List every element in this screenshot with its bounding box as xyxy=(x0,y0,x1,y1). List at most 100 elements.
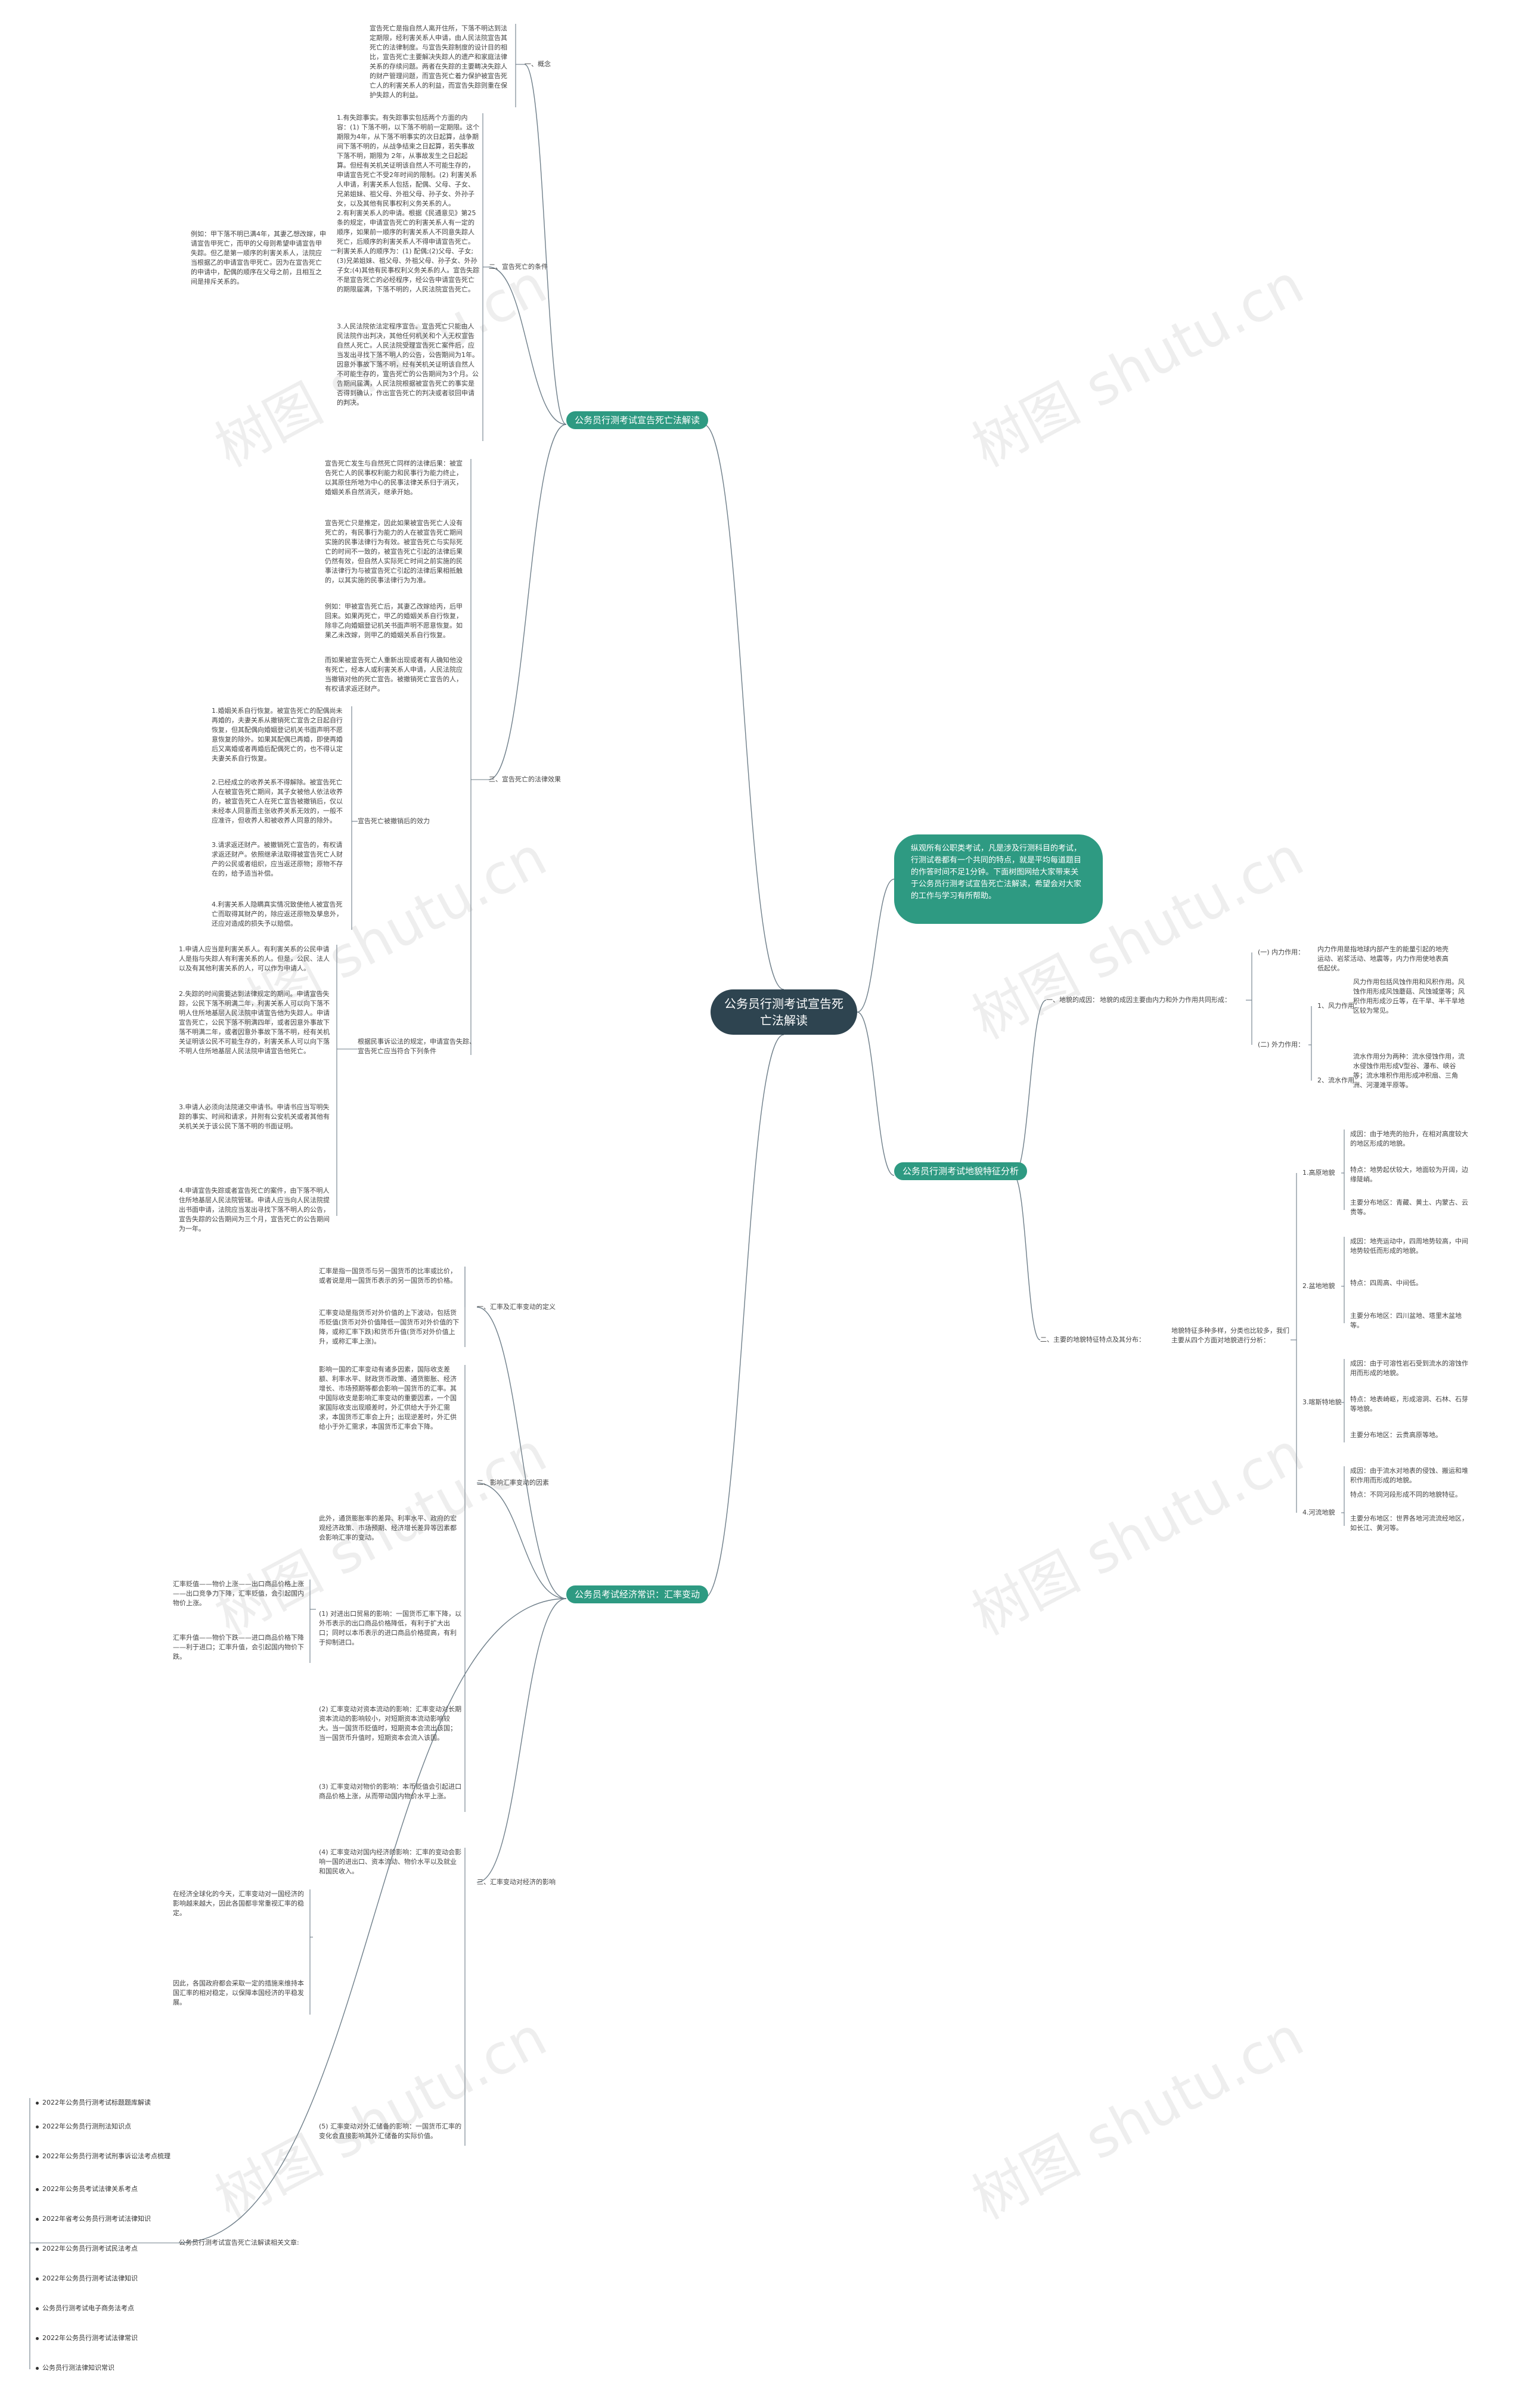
ex-def-label[interactable]: 一、汇率及汇率变动的定义 xyxy=(477,1303,556,1311)
law-effect-1: 宣告死亡发生与自然死亡同样的法律后果：被宣告死亡人的民事权利能力和民事行为能力终… xyxy=(325,460,463,496)
connector-line xyxy=(178,1598,567,2243)
geo-inner-text: 内力作用是指地球内部产生的能量引起的地壳运动、岩浆活动、地震等，内力作用使地表高… xyxy=(1317,945,1449,972)
intro-summary[interactable]: 纵观所有公职类考试，凡是涉及行测科目的考试，行测试卷都有一个共同的特点，就是平均… xyxy=(894,834,1103,924)
ex-side-3: 在经济全球化的今天，汇率变动对一国经济的影响越来越大，因此各国都非常重视汇率的稳… xyxy=(173,1890,304,1917)
bullet-icon xyxy=(36,2155,39,2158)
geo-basin-1: 成因：地壳运动中，四周地势较高，中间地势较低而形成的地貌。 xyxy=(1350,1237,1468,1255)
ex-side-1: 汇率贬值——物价上涨——出口商品价格上涨——出口竞争力下降，汇率贬值，会引起国内… xyxy=(173,1580,304,1607)
geo-plateau-label[interactable]: 1.高原地貌 xyxy=(1302,1169,1335,1177)
geo-feat-label[interactable]: 二、主要的地貌特征特点及其分布： xyxy=(1040,1336,1145,1343)
bullet-icon xyxy=(36,2336,39,2340)
law-revoke-3: 3.请求返还财产。被撤销死亡宣告的，有权请求返还财产。依照继承法取得被宣告死亡人… xyxy=(212,841,343,877)
connector-line xyxy=(703,1034,784,1599)
ex-side-2: 汇率升值——物价下跌——进口商品价格下降——利于进口；汇率升值，会引起国内物价下… xyxy=(173,1634,304,1661)
ex-side-4: 因此，各国政府都会采取一定的措施来维持本国汇率的相对稳定，以保障本国经济的平稳发… xyxy=(173,1979,304,2006)
related-article-link[interactable]: 2022年公务员行测考试民法考点 xyxy=(36,2244,138,2254)
geo-plateau-1: 成因：由于地壳的抬升，在相对高度较大的地区形成的地貌。 xyxy=(1350,1130,1468,1147)
geo-river-1: 成因：由于流水对地表的侵蚀、搬运和堆积作用而形成的地貌。 xyxy=(1350,1467,1468,1484)
ex-influence-1: (4) 汇率变动对国内经济的影响：汇率的变动会影响一国的进出口、资本流动、物价水… xyxy=(319,1848,462,1875)
geo-wind-text: 风力作用包括风蚀作用和风积作用。风蚀作用形成风蚀蘑菇、风蚀城堡等；风积作用形成沙… xyxy=(1353,978,1465,1014)
geo-karst-1: 成因：由于可溶性岩石受到流水的溶蚀作用而形成的地貌。 xyxy=(1350,1360,1468,1377)
geo-karst-label[interactable]: 3.喀斯特地貌 xyxy=(1302,1398,1342,1406)
related-article-title: 2022年公务员行测考试法律知识 xyxy=(42,2274,138,2282)
law-process-label[interactable]: 根据民事诉讼法的规定，申请宣告失踪、宣告死亡应当符合下列条件 xyxy=(358,1038,476,1055)
related-article-link[interactable]: 2022年省考公务员行测考试法律知识 xyxy=(36,2214,151,2224)
ex-factor-5: (3) 汇率变动对物价的影响：本币贬值会引起进口商品价格上涨，从而带动国内物价水… xyxy=(319,1783,462,1800)
law-cond-1: 1.有失踪事实。有失踪事实包括两个方面的内容：(1) 下落不明，以下落不明前一定… xyxy=(337,114,480,207)
related-article-title: 2022年公务员行测考试标题题库解读 xyxy=(42,2099,151,2106)
ex-def-1: 汇率是指一国货币与另一国货币的比率或比价，或者说是用一国货币表示的另一国货币的价… xyxy=(319,1267,457,1284)
branch-law[interactable]: 公务员行测考试宣告死亡法解读 xyxy=(566,411,709,429)
law-cond-label[interactable]: 二、宣告死亡的条件 xyxy=(489,263,548,271)
branch-geo[interactable]: 公务员行测考试地貌特征分析 xyxy=(894,1162,1028,1180)
law-effect-3: 例如：甲被宣告死亡后，其妻乙改嫁给丙，后甲回来。如果丙死亡，甲乙的婚姻关系自行恢… xyxy=(325,603,463,639)
law-concept-label[interactable]: 一、概念 xyxy=(525,60,551,68)
bullet-icon xyxy=(36,2187,39,2191)
related-article-title: 2022年公务员行测考试民法考点 xyxy=(42,2245,138,2252)
law-cond-2: 2.有利害关系人的申请。根据《民通意见》第25 条的规定，申请宣告死亡的利害关系… xyxy=(337,209,480,293)
related-article-link[interactable]: 2022年公务员行测考试法律常识 xyxy=(36,2333,138,2343)
law-process-1: 1.申请人应当是利害关系人。有利害关系的公民申请人是指与失踪人有利害关系的人。但… xyxy=(179,945,330,972)
law-revoke-2: 2.已经成立的收养关系不得解除。被宣告死亡人在被宣告死亡期间，其子女被他人依法收… xyxy=(212,778,343,824)
related-article-title: 2022年省考公务员行测考试法律知识 xyxy=(42,2215,151,2223)
related-article-link[interactable]: 2022年公务员行测刑法知识点 xyxy=(36,2122,131,2131)
law-revoke-4: 4.利害关系人隐瞒真实情况致使他人被宣告死亡而取得其财产的，除应返还原物及孳息外… xyxy=(212,901,343,927)
connector-line xyxy=(488,266,567,425)
related-article-title: 2022年公务员行测考试法律常识 xyxy=(42,2334,138,2342)
connector-line xyxy=(476,1307,567,1599)
connector-line xyxy=(857,1011,895,1176)
geo-river-2: 特点：不同河段形成不同的地貌特征。 xyxy=(1350,1491,1462,1498)
geo-label-1[interactable]: 一、地貌的成因： xyxy=(1046,996,1099,1004)
law-concept-text: 宣告死亡是指自然人离开住所，下落不明达到法定期限，经利害关系人申请，由人民法院宣… xyxy=(370,24,507,99)
root-topic[interactable]: 公务员行测考试宣告死亡法解读 xyxy=(711,989,857,1035)
connector-line xyxy=(703,424,784,990)
connector-line xyxy=(1013,1000,1047,1176)
related-article-link[interactable]: 公务员行测法律知识常识 xyxy=(36,2363,114,2373)
related-article-link[interactable]: 2022年公务员行测考试法律知识 xyxy=(36,2274,138,2283)
ex-influence-label[interactable]: 三、汇率变动对经济的影响 xyxy=(477,1878,556,1886)
bullet-icon xyxy=(36,2247,39,2251)
law-revoke-label[interactable]: 宣告死亡被撤销后的效力 xyxy=(358,817,430,825)
law-effect-label[interactable]: 三、宣告死亡的法律效果 xyxy=(489,775,561,783)
related-article-link[interactable]: 2022年公务员行测考试标题题库解读 xyxy=(36,2098,151,2108)
geo-basin-2: 特点：四周高、中间低。 xyxy=(1350,1279,1422,1287)
geo-river-label[interactable]: 4.河流地貌 xyxy=(1302,1509,1335,1516)
bullet-icon xyxy=(36,2125,39,2128)
geo-basin-label[interactable]: 2.盆地地貌 xyxy=(1302,1282,1335,1290)
geo-inner-label[interactable]: (一) 内力作用： xyxy=(1258,948,1305,956)
connector-line xyxy=(488,424,567,780)
ex-influence-2: (5) 汇率变动对外汇储备的影响：一国货币汇率的变化会直接影响其外汇储备的实际价… xyxy=(319,2122,462,2140)
ex-factor-1: 影响一国的汇率变动有诸多因素，国际收支差额、利率水平、财政货币政策、通货膨胀、经… xyxy=(319,1366,457,1430)
geo-basin-3: 主要分布地区：四川盆地、塔里木盆地等。 xyxy=(1350,1312,1462,1329)
law-process-2: 2.失踪的时间需要达到法律规定的期间。申请宣告失踪，公民下落不明满二年，利害关系… xyxy=(179,990,330,1055)
geo-river-3: 主要分布地区：世界各地河流流经地区，如长江、黄河等。 xyxy=(1350,1515,1468,1532)
geo-outer-label[interactable]: (二) 外力作用： xyxy=(1258,1041,1305,1048)
ex-factor-4: (2) 汇率变动对资本流动的影响：汇率变动对长期资本流动的影响较小，对短期资本流… xyxy=(319,1705,462,1742)
related-article-title: 2022年公务员行测刑法知识点 xyxy=(42,2122,131,2130)
geo-plateau-2: 特点：地势起伏较大，地面较为开阔，边缘陡峭。 xyxy=(1350,1166,1468,1183)
law-effect-2: 宣告死亡只是推定，因此如果被宣告死亡人没有死亡的，有民事行为能力的人在被宣告死亡… xyxy=(325,519,463,584)
geo-water-text: 流水作用分为两种：流水侵蚀作用，流水侵蚀作用形成V型谷、瀑布、峡谷等；流水堆积作… xyxy=(1353,1053,1465,1089)
related-article-link[interactable]: 2022年公务员考试法律关系考点 xyxy=(36,2184,138,2194)
geo-text-1: 地貌的成因主要由内力和外力作用共同形成： xyxy=(1100,996,1231,1004)
connector-line xyxy=(1013,1175,1041,1340)
related-article-title: 2022年公务员考试法律关系考点 xyxy=(42,2185,138,2193)
geo-karst-2: 特点：地表崎岖，形成溶洞、石林、石芽等地貌。 xyxy=(1350,1395,1468,1413)
geo-karst-3: 主要分布地区：云贵高原等地。 xyxy=(1350,1431,1442,1439)
bullet-icon xyxy=(36,2366,39,2370)
geo-water-label[interactable]: 2、流水作用： xyxy=(1317,1076,1361,1084)
geo-wind-label[interactable]: 1、风力作用： xyxy=(1317,1002,1361,1010)
law-cond-3: 3.人民法院依法定程序宣告。宣告死亡只能由人民法院作出判决，其他任何机关和个人无… xyxy=(337,322,479,406)
connector-line xyxy=(857,879,895,1013)
geo-feat-text: 地貌特征多种多样，分类也比较多，我们主要从四个方面对地貌进行分析： xyxy=(1171,1327,1289,1344)
branch-exchange[interactable]: 公务员考试经济常识：汇率变动 xyxy=(566,1585,709,1603)
related-article-title: 公务员行测考试电子商务法考点 xyxy=(42,2304,134,2312)
related-article-title: 2022年公务员行测考试刑事诉讼法考点梳理 xyxy=(42,2152,170,2160)
bullet-icon xyxy=(36,2101,39,2105)
related-article-link[interactable]: 公务员行测考试电子商务法考点 xyxy=(36,2304,134,2313)
law-revoke-1: 1.婚姻关系自行恢复。被宣告死亡的配偶尚未再婚的，夫妻关系从撤销死亡宣告之日起自… xyxy=(212,707,343,762)
related-article-link[interactable]: 2022年公务员行测考试刑事诉讼法考点梳理 xyxy=(36,2152,170,2161)
ex-factor-label[interactable]: 二、影响汇率变动的因素 xyxy=(477,1479,549,1487)
bullet-icon xyxy=(36,2217,39,2221)
ex-links-label[interactable]: 公务员行测考试宣告死亡法解读相关文章: xyxy=(179,2239,299,2246)
